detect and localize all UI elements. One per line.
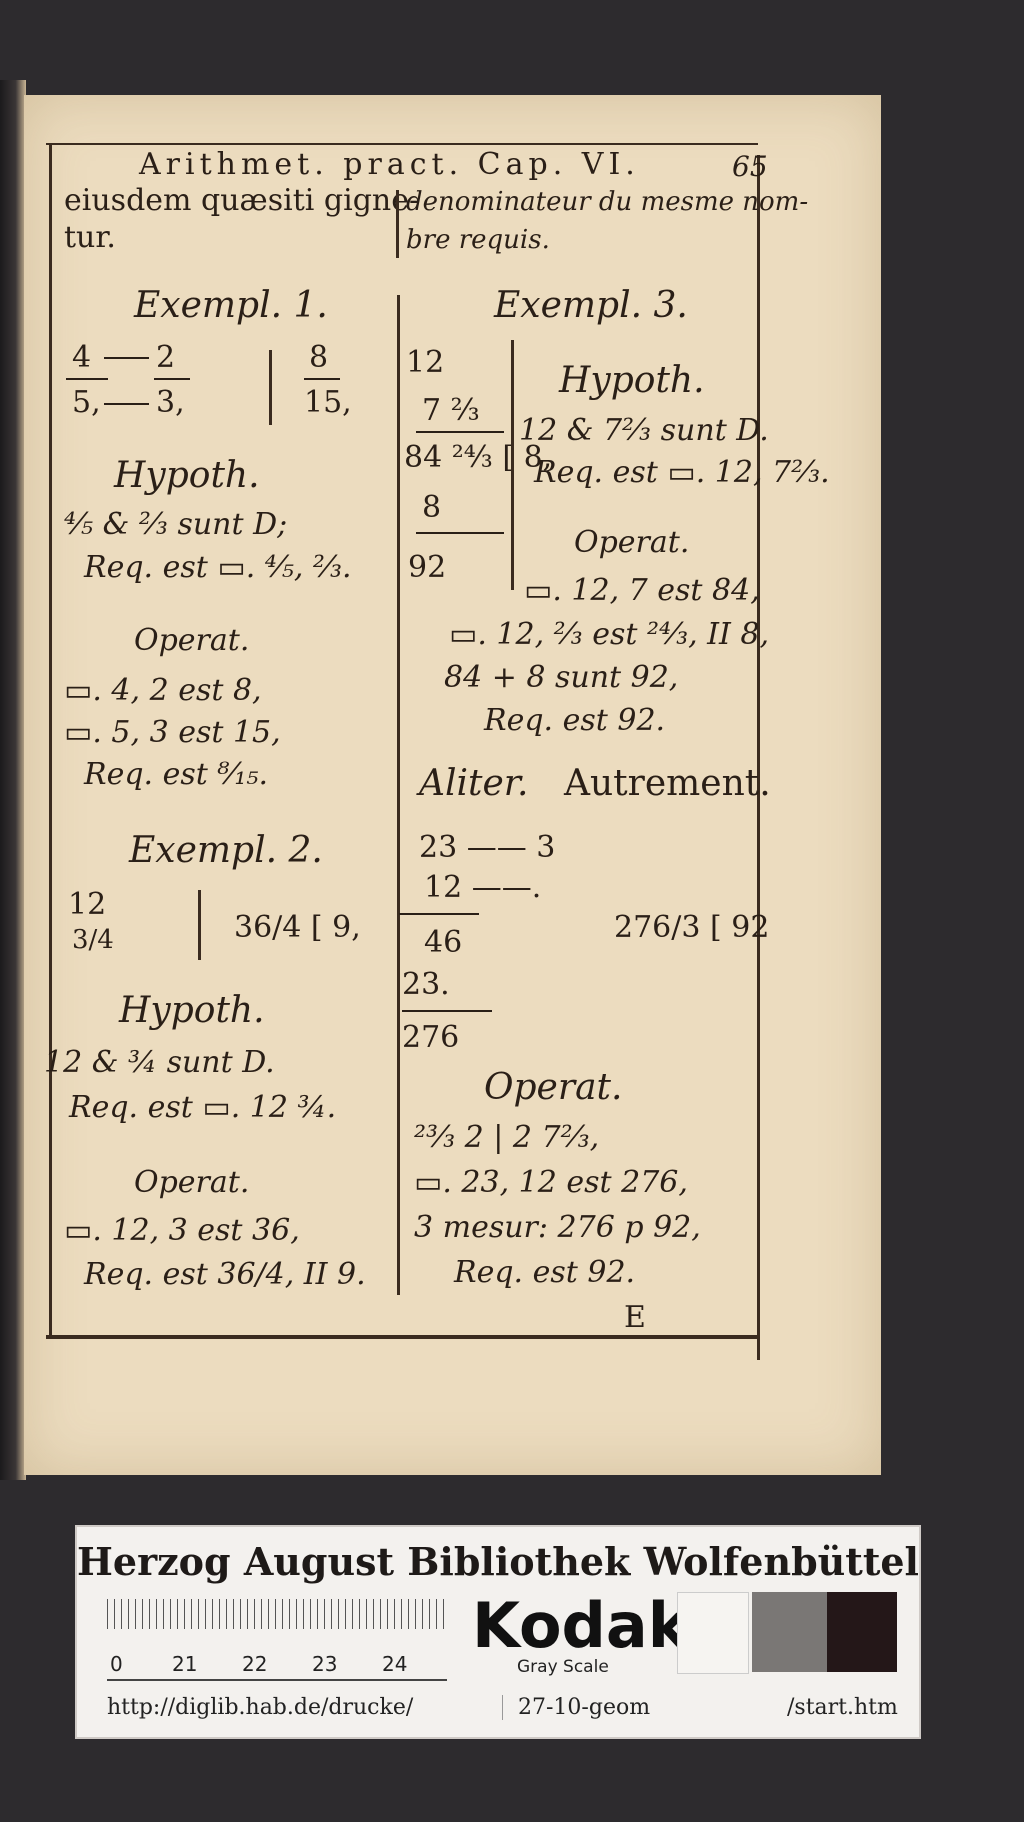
ex1-title: Exempl. 1.: [134, 285, 328, 326]
ex2-hypoth: Hypoth.: [119, 990, 265, 1031]
ruler-label-24: 24: [382, 1652, 408, 1676]
aliter-bar-2: [402, 1010, 492, 1012]
aliter-label: Aliter.: [419, 763, 529, 804]
intro-right-line2: bre requis.: [406, 225, 550, 255]
ex2-a: 12: [68, 887, 107, 922]
ex3-a5: 92: [408, 550, 447, 585]
ex1-result-divider: [269, 350, 272, 425]
ex1-hypoth: Hypoth.: [114, 455, 260, 496]
ex3-a1: 12: [406, 345, 445, 380]
ex2-divider: [198, 890, 201, 960]
intro-right-line1: denominateur du mesme nom-: [406, 187, 809, 217]
ex3-bar-2: [416, 532, 504, 534]
card-code: 27-10-geom: [502, 1695, 650, 1720]
library-color-card: Herzog August Bibliothek Wolfenbüttel 0 …: [75, 1525, 921, 1739]
frame-left-line: [49, 145, 52, 1335]
ex1-req: Req. est ⁸⁄₁₅.: [84, 757, 268, 792]
ex2-title: Exempl. 2.: [129, 830, 323, 871]
ex1-op1: ▭. 4, 2 est 8,: [64, 673, 262, 708]
intro-left-line1: eiusdem quæsiti gigne-: [64, 183, 420, 218]
kodak-logo: Kodak: [472, 1589, 689, 1662]
ex1-numerator-1: 4: [72, 340, 92, 375]
intro-divider: [396, 190, 399, 258]
ex1-fraction-bar-1: [66, 378, 108, 380]
ex1-result-denominator: 15,: [304, 385, 352, 420]
ruler-label-0: 0: [110, 1652, 123, 1676]
aliter-fraction: 276/3 [ 92: [614, 910, 770, 945]
aliter-c4: 23.: [402, 967, 450, 1002]
ex2-result: 36/4 [ 9,: [234, 910, 361, 945]
ex1-op2: ▭. 5, 3 est 15,: [64, 715, 281, 750]
ex3-req-line: Req. est ▭. 12, 7⅔.: [534, 455, 830, 490]
ruler-label-23: 23: [312, 1652, 338, 1676]
ruler-label-22: 22: [242, 1652, 268, 1676]
gray-scale-label: Gray Scale: [517, 1657, 609, 1677]
ex3-divider: [511, 340, 514, 590]
ex1-denominator-2: 3,: [156, 385, 185, 420]
card-end: /start.htm: [787, 1695, 898, 1720]
ex2-b: 3/4: [72, 925, 114, 955]
ex3-req: Req. est 92.: [484, 703, 666, 738]
swatch-mid: [752, 1592, 827, 1672]
ex2-op1: ▭. 12, 3 est 36,: [64, 1213, 300, 1248]
aliter-c1: 23 —— 3: [419, 830, 556, 865]
ex1-hypoth-line: ⁴⁄₅ & ²⁄₃ sunt D;: [64, 507, 288, 542]
ex3-bar-1: [416, 431, 504, 433]
ex1-numerator-2: 2: [156, 340, 176, 375]
ex3-title: Exempl. 3.: [494, 285, 688, 326]
ex3-op3: 84 + 8 sunt 92,: [444, 660, 679, 695]
frame-right-line: [757, 155, 760, 1360]
aliter-bar-1: [399, 913, 479, 915]
swatch-light: [677, 1592, 749, 1674]
ex3-operat: Operat.: [574, 525, 690, 560]
running-title: Arithmet. pract. Cap. VI.: [139, 147, 640, 182]
page-number: 65: [732, 150, 768, 183]
top-rule: [46, 143, 758, 145]
ex3-a3: 84 ²⁴⁄₃ [ 8,: [404, 440, 553, 475]
book-spine: [0, 80, 26, 1480]
ex3-hypoth: Hypoth.: [559, 360, 705, 401]
ex1-cross-line-2: [104, 403, 149, 405]
aliter-op3: 3 mesur: 276 p 92,: [414, 1210, 701, 1245]
ex2-hypoth-line: 12 & ¾ sunt D.: [44, 1045, 275, 1080]
signature-mark: E: [624, 1300, 646, 1335]
ex3-op1: ▭. 12, 7 est 84,: [524, 573, 760, 608]
swatch-dark: [827, 1592, 897, 1672]
scale-ruler: [107, 1599, 447, 1681]
ex1-result-numerator: 8: [309, 340, 329, 375]
bottom-rule: [46, 1335, 760, 1339]
ex1-denominator-1: 5,: [72, 385, 101, 420]
ruler-label-21: 21: [172, 1652, 198, 1676]
ex3-a4: 8: [422, 490, 442, 525]
aliter-op1: ²³⁄₃ 2 | 2 7⅔,: [414, 1120, 600, 1155]
ex1-result-bar: [304, 378, 340, 380]
aliter-operat: Operat.: [484, 1067, 623, 1108]
ex2-operat: Operat.: [134, 1165, 250, 1200]
aliter-req: Req. est 92.: [454, 1255, 636, 1290]
ex1-req-line: Req. est ▭. ⁴⁄₅, ²⁄₃.: [84, 550, 352, 585]
aliter-op2: ▭. 23, 12 est 276,: [414, 1165, 688, 1200]
ex2-req: Req. est 36/4, II 9.: [84, 1257, 366, 1292]
aliter-c5: 276: [402, 1020, 460, 1055]
aliter-c3: 46: [424, 925, 463, 960]
ex1-cross-line-1: [104, 357, 149, 359]
ex3-op2: ▭. 12, ⅔ est ²⁴⁄₃, II 8,: [449, 617, 770, 652]
column-divider: [397, 295, 400, 1295]
ex2-req-line: Req. est ▭. 12 ¾.: [69, 1090, 337, 1125]
card-url: http://diglib.hab.de/drucke/: [107, 1695, 414, 1720]
ex3-a2: 7 ⅔: [422, 393, 480, 428]
aliter-c2: 12 ——.: [424, 870, 542, 905]
ex3-hypoth-line: 12 & 7⅔ sunt D.: [519, 413, 769, 448]
library-name: Herzog August Bibliothek Wolfenbüttel: [77, 1539, 919, 1584]
ex1-fraction-bar-2: [154, 378, 190, 380]
intro-left-line2: tur.: [64, 220, 116, 255]
ex1-operat: Operat.: [134, 623, 250, 658]
autrement-label: Autrement.: [564, 763, 771, 804]
book-page: Arithmet. pract. Cap. VI. 65 eiusdem quæ…: [24, 95, 881, 1475]
